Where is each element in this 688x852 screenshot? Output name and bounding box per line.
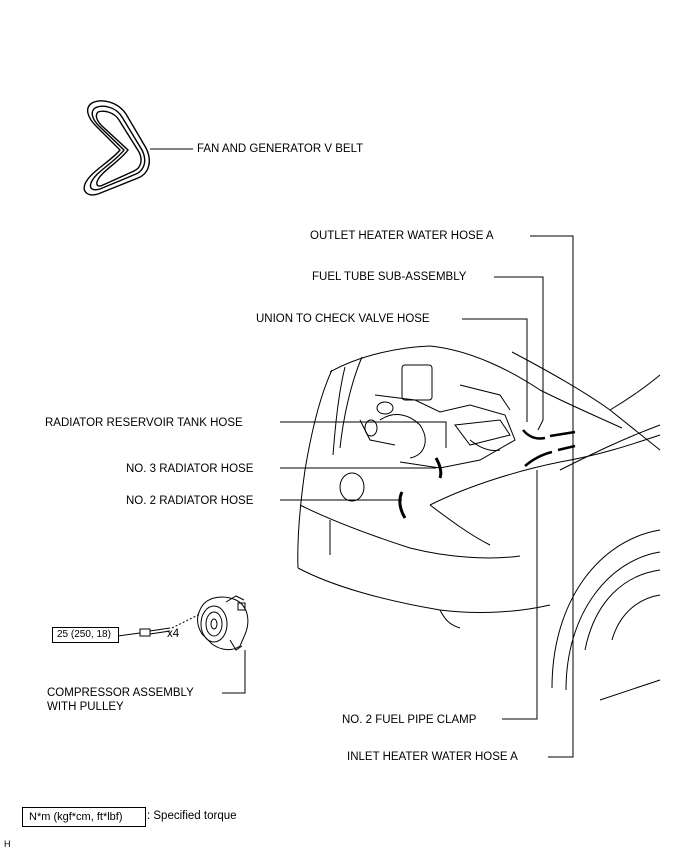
label-fuel-tube-sub-assembly: FUEL TUBE SUB-ASSEMBLY — [312, 271, 467, 283]
label-no3-radiator-hose: NO. 3 RADIATOR HOSE — [126, 463, 254, 475]
legend-specified-torque: : Specified torque — [147, 810, 237, 822]
label-outlet-heater-water-hose-a: OUTLET HEATER WATER HOSE A — [310, 230, 494, 242]
leader-lines-right — [462, 235, 574, 758]
leader-torque — [117, 632, 141, 637]
label-inlet-heater-water-hose-a: INLET HEATER WATER HOSE A — [347, 751, 518, 763]
figure-code: H — [4, 839, 11, 849]
label-radiator-reservoir-tank-hose: RADIATOR RESERVOIR TANK HOSE — [45, 417, 243, 429]
label-compressor-with-pulley: WITH PULLEY — [47, 701, 124, 713]
legend-torque-units-box: N*m (kgf*cm, ft*lbf) — [22, 807, 146, 827]
leader-lines-left — [222, 421, 447, 694]
label-union-to-check-valve-hose: UNION TO CHECK VALVE HOSE — [256, 313, 430, 325]
label-fan-generator-v-belt: FAN AND GENERATOR V BELT — [197, 143, 364, 155]
torque-spec-box: 25 (250, 18) — [52, 627, 119, 643]
v-belt-illustration — [83, 100, 150, 196]
label-compressor-assembly: COMPRESSOR ASSEMBLY — [47, 687, 194, 699]
bolt-illustration — [139, 613, 201, 637]
compressor-illustration — [197, 595, 249, 651]
bolt-quantity: x4 — [167, 628, 180, 640]
vehicle-front-illustration — [297, 345, 661, 701]
label-no2-fuel-pipe-clamp: NO. 2 FUEL PIPE CLAMP — [342, 714, 477, 726]
label-no2-radiator-hose: NO. 2 RADIATOR HOSE — [126, 495, 254, 507]
